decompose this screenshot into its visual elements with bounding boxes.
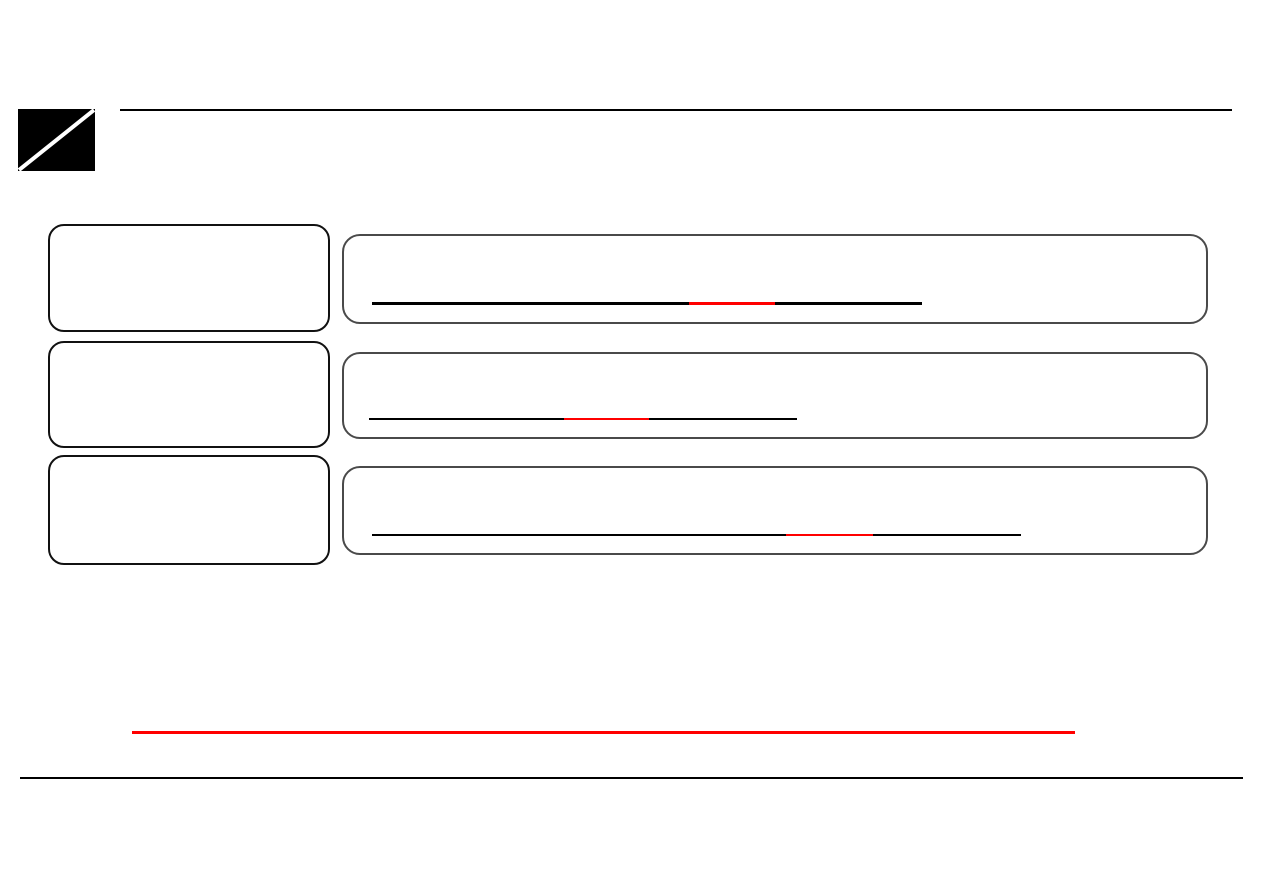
logo-placeholder xyxy=(18,109,95,171)
underlined-link-1[interactable] xyxy=(372,302,922,305)
content-box-2 xyxy=(342,352,1208,439)
footer-rule xyxy=(20,777,1243,779)
label-box-3 xyxy=(48,455,330,565)
diagonal-slash-icon xyxy=(18,109,95,171)
underlined-link-3[interactable] xyxy=(372,534,1021,536)
link-red-segment-1[interactable] xyxy=(689,302,775,305)
label-box-1 xyxy=(48,224,330,332)
content-box-1 xyxy=(342,234,1208,324)
label-box-2 xyxy=(48,341,330,448)
footer-red-rule xyxy=(132,731,1075,734)
link-red-segment-3[interactable] xyxy=(786,534,873,536)
content-box-3 xyxy=(342,466,1208,555)
header-rule xyxy=(120,109,1232,111)
link-red-segment-2[interactable] xyxy=(564,418,649,420)
underlined-link-2[interactable] xyxy=(369,418,797,420)
